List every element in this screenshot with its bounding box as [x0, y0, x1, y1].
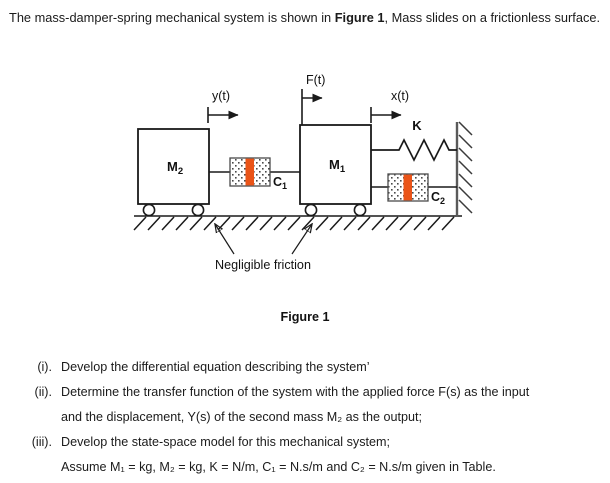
- question-ii-text-line2: and the displacement, Y(s) of the second…: [61, 410, 422, 424]
- spring-k-label: K: [412, 118, 422, 133]
- question-item-iii: (iii). Develop the state-space model for…: [0, 430, 610, 455]
- question-i-number: (i).: [37, 360, 52, 374]
- mass-m2: M2: [137, 128, 210, 217]
- intro-figure-ref: Figure 1: [334, 10, 385, 25]
- question-ii-text: Determine the transfer function of the s…: [61, 385, 530, 399]
- spring-k: K: [371, 118, 457, 162]
- intro-text-after: , Mass slides on a frictionless surface.: [384, 10, 601, 25]
- wheel-m2-right: [191, 203, 205, 217]
- force-f-arrow: F(t): [301, 73, 325, 125]
- mechanical-system-svg: M2 M1 C1 K: [133, 73, 473, 272]
- question-iii-assume-line: Assume M₁ = kg, M₂ = kg, K = N/m, C₁ = N…: [61, 460, 496, 474]
- figure-diagram: M2 M1 C1 K: [0, 73, 610, 274]
- friction-note-label: Negligible friction: [215, 258, 311, 272]
- displacement-x-label: x(t): [391, 89, 409, 103]
- question-iii-text: Develop the state-space model for this m…: [61, 435, 390, 449]
- friction-callout: Negligible friction: [215, 224, 312, 272]
- displacement-y-arrow: y(t): [207, 89, 239, 123]
- question-list: (i). Develop the differential equation d…: [0, 355, 610, 480]
- wheel-m1-left: [304, 203, 318, 217]
- intro-text-before: The mass-damper-spring mechanical system…: [9, 10, 335, 25]
- figure-caption: Figure 1: [280, 310, 330, 324]
- question-item-i: (i). Develop the differential equation d…: [0, 355, 610, 380]
- displacement-y-label: y(t): [212, 89, 230, 103]
- ground-surface: [133, 215, 462, 231]
- question-i-text: Develop the differential equation descri…: [61, 360, 370, 374]
- damper-c2: C2: [371, 173, 457, 206]
- mass-m1: M1: [299, 124, 372, 217]
- wheel-m2-left: [142, 203, 156, 217]
- force-f-label: F(t): [306, 74, 325, 87]
- question-iii-number: (iii).: [31, 435, 52, 449]
- intro-paragraph: The mass-damper-spring mechanical system…: [9, 6, 601, 30]
- question-ii-number: (ii).: [34, 385, 52, 399]
- question-item-ii: (ii). Determine the transfer function of…: [0, 380, 610, 405]
- displacement-x-arrow: x(t): [370, 89, 409, 123]
- wheel-m1-right: [353, 203, 367, 217]
- damper-c2-label: C2: [431, 190, 445, 206]
- fixed-wall: [455, 121, 473, 217]
- damper-c1-label: C1: [273, 175, 287, 191]
- damper-c1: C1: [209, 157, 300, 191]
